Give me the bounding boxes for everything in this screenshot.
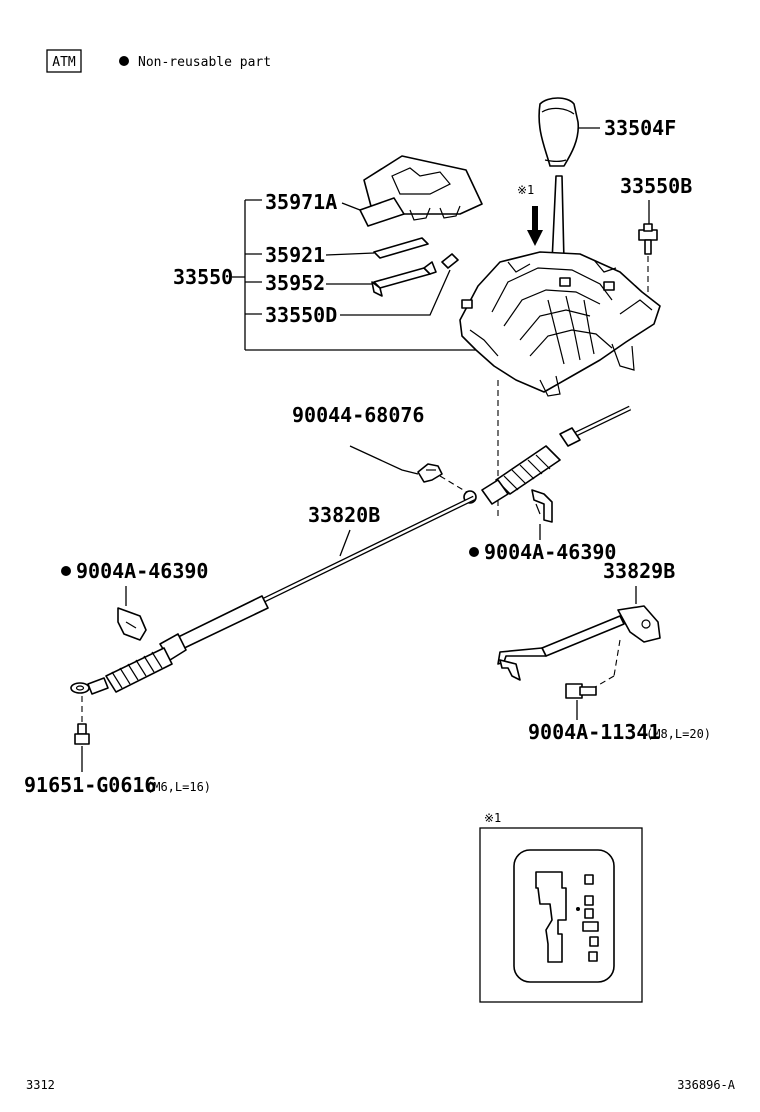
footer-figure-id: 336896-A [677,1078,736,1092]
inset-shift-gate [535,871,567,963]
control-cable [70,405,632,695]
label-clip: 90044-68076 [292,403,424,427]
label-bolt-top: 33550B [620,174,692,198]
slide-cover [371,261,437,297]
label-bracket: 33550D [265,303,337,327]
bolt-right-icon [565,683,597,699]
cable-clip-icon [417,463,443,483]
inset-indicator-d [582,921,599,932]
inset-indicator-p [584,874,594,885]
inset-mark: ※1 [484,811,501,825]
non-reusable-dot-icon [469,547,479,557]
inset-position-dot-icon [576,907,580,911]
label-cable: 33820B [308,503,380,527]
label-assembly: 33550 [173,265,233,289]
inset-indicator-n [584,908,594,919]
label-knob: 33504F [604,116,676,140]
reference-mark: ※1 [517,183,534,197]
lock-clip-left-icon [117,607,147,641]
small-bracket [441,253,459,269]
label-slider: 35952 [265,271,325,295]
legend-atm-box [46,49,82,73]
inset-indicator-r [584,895,594,906]
lock-clip-right-icon [531,489,553,523]
label-lever-bracket: 33829B [603,559,675,583]
label-clip-lock-left: 9004A-46390 [76,559,208,583]
assembly-bracket-lines [232,199,476,351]
inset-indicator-l [588,951,598,962]
footer-page-code: 3312 [26,1078,55,1092]
shift-knob [538,97,600,167]
label-bolt-left-spec: (M6,L=16) [146,780,211,794]
label-plate: 35921 [265,243,325,267]
non-reusable-dot-icon [119,56,129,66]
legend-atm-label: ATM [52,55,76,70]
shift-lever-rod [551,175,565,263]
legend: ATM Non-reusable part [46,49,271,73]
shift-lever-housing [459,251,661,397]
lever-bracket [497,605,661,681]
non-reusable-dot-icon [61,566,71,576]
shift-cover [359,155,483,227]
inset-indicator-2 [589,936,599,947]
bolt-top-icon [638,223,658,255]
indicator-plate [373,237,429,259]
bolt-left-icon [74,723,90,745]
label-bolt-right: 9004A-11341 [528,720,660,744]
label-bolt-right-spec: (M8,L=20) [646,727,711,741]
label-bolt-left: 91651-G0616 [24,773,156,797]
label-cover: 35971A [265,190,337,214]
label-clip-lock-right: 9004A-46390 [484,540,616,564]
legend-non-reusable-text: Non-reusable part [138,55,271,70]
reference-arrow-icon [527,206,543,246]
inset-detail: ※1 [479,811,643,1003]
